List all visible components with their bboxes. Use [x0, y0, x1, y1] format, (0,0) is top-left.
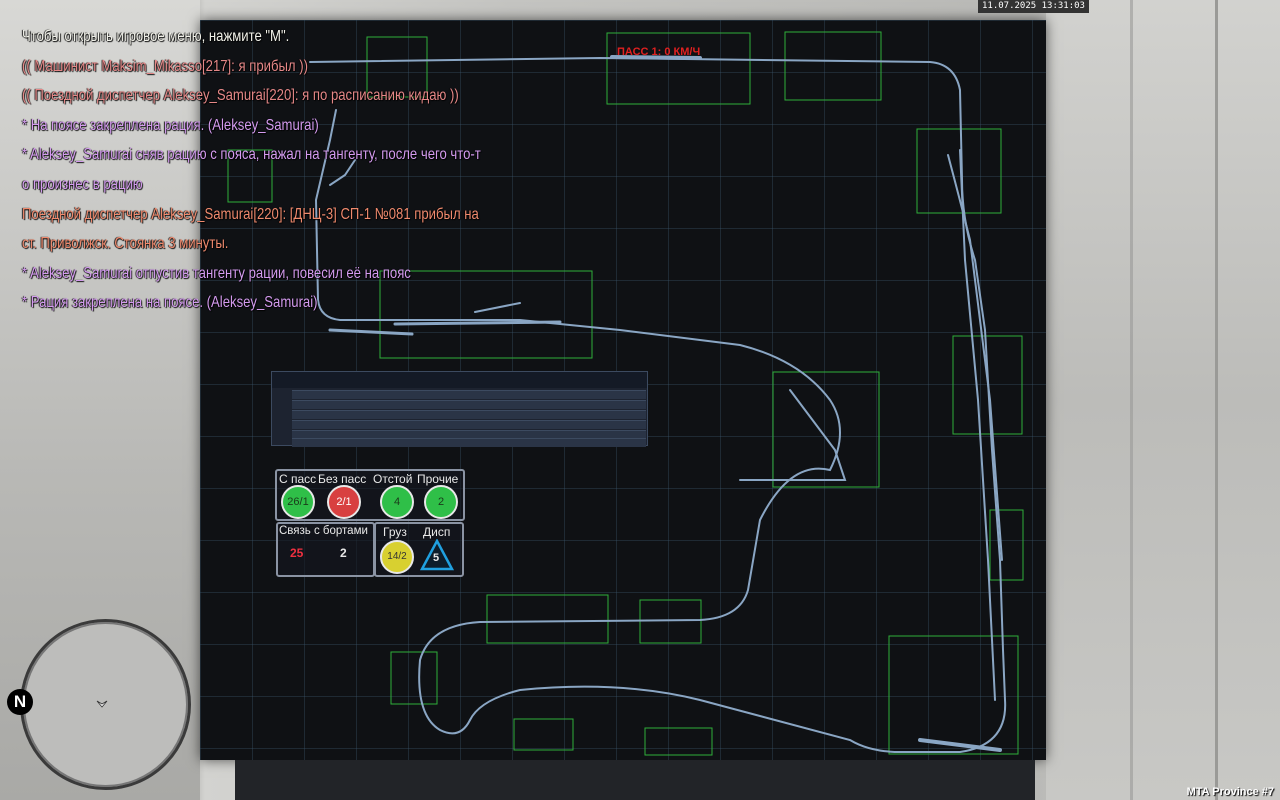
without-pass-label: Без пасс	[318, 472, 367, 486]
chat-line: (( Машинист Maksim_Mikasso[217]: я прибы…	[22, 57, 308, 75]
chat-line: * Aleksey_Samurai сняв рацию с пояса, на…	[22, 146, 481, 164]
with-pass-label: С пасс	[279, 472, 317, 486]
table-row	[292, 430, 646, 439]
radio-link-white-count: 2	[340, 546, 347, 560]
with-pass-count: 26/1	[281, 485, 315, 519]
dispatch-label: Дисп	[423, 525, 451, 539]
table-row	[292, 390, 646, 399]
table-row	[292, 438, 646, 447]
dispatch-count: 5	[433, 552, 440, 564]
table-row	[292, 410, 646, 419]
cargo-label: Груз	[383, 525, 407, 539]
chat-line: Чтобы открыть игровое меню, нажмите "M".	[22, 28, 290, 45]
wall-seam	[1130, 0, 1133, 800]
player-arrow-icon	[95, 698, 109, 713]
other-count: 2	[424, 485, 458, 519]
table-row	[292, 420, 646, 429]
schedule-table	[271, 371, 648, 447]
wall-panel-right	[1046, 0, 1280, 800]
chat-line: * Aleksey_Samurai отпустив тангенту раци…	[22, 264, 411, 282]
radio-link-label: Связь с бортами	[279, 525, 368, 537]
clock: 11.07.2025 13:31:03	[978, 0, 1089, 13]
server-name: MTA Province #7	[1186, 786, 1274, 798]
north-indicator: N	[7, 689, 33, 715]
table-header	[272, 372, 647, 388]
chat-line: о произнес в рацию	[22, 175, 143, 193]
chat-line: Поездной диспетчер Aleksey_Samurai[220]:…	[22, 205, 479, 223]
radio-link-panel: Связь с бортами 25 2	[276, 522, 375, 577]
train-speed-label: ПАСС 1: 0 КМ/Ч	[617, 46, 701, 58]
board-base	[235, 760, 1035, 800]
chat-line: * На поясе закреплена рация. (Aleksey_Sa…	[22, 116, 319, 134]
radio-link-red-count: 25	[290, 546, 304, 560]
chat-log: Чтобы открыть игровое меню, нажмите "M".…	[22, 22, 502, 318]
dispatch-triangle-icon	[420, 539, 454, 571]
without-pass-count: 2/1	[327, 485, 361, 519]
other-label: Прочие	[417, 472, 459, 486]
cargo-count: 14/2	[380, 540, 414, 574]
table-row	[292, 400, 646, 409]
chat-line: * Рация закреплена на поясе. (Aleksey_Sa…	[22, 294, 318, 312]
minimap	[20, 619, 191, 790]
wall-seam	[1215, 0, 1218, 800]
chat-line: ст. Приволжск. Стоянка 3 минуты.	[22, 235, 229, 253]
depot-label: Отстой	[373, 472, 413, 486]
cargo-dispatch-panel: Груз Дисп 14/2 5	[374, 522, 464, 577]
chat-line: (( Поездной диспетчер Aleksey_Samurai[22…	[22, 87, 459, 105]
depot-count: 4	[380, 485, 414, 519]
train-count-panel: С пасс Без пасс Отстой Прочие 26/1 2/1 4…	[275, 469, 465, 521]
